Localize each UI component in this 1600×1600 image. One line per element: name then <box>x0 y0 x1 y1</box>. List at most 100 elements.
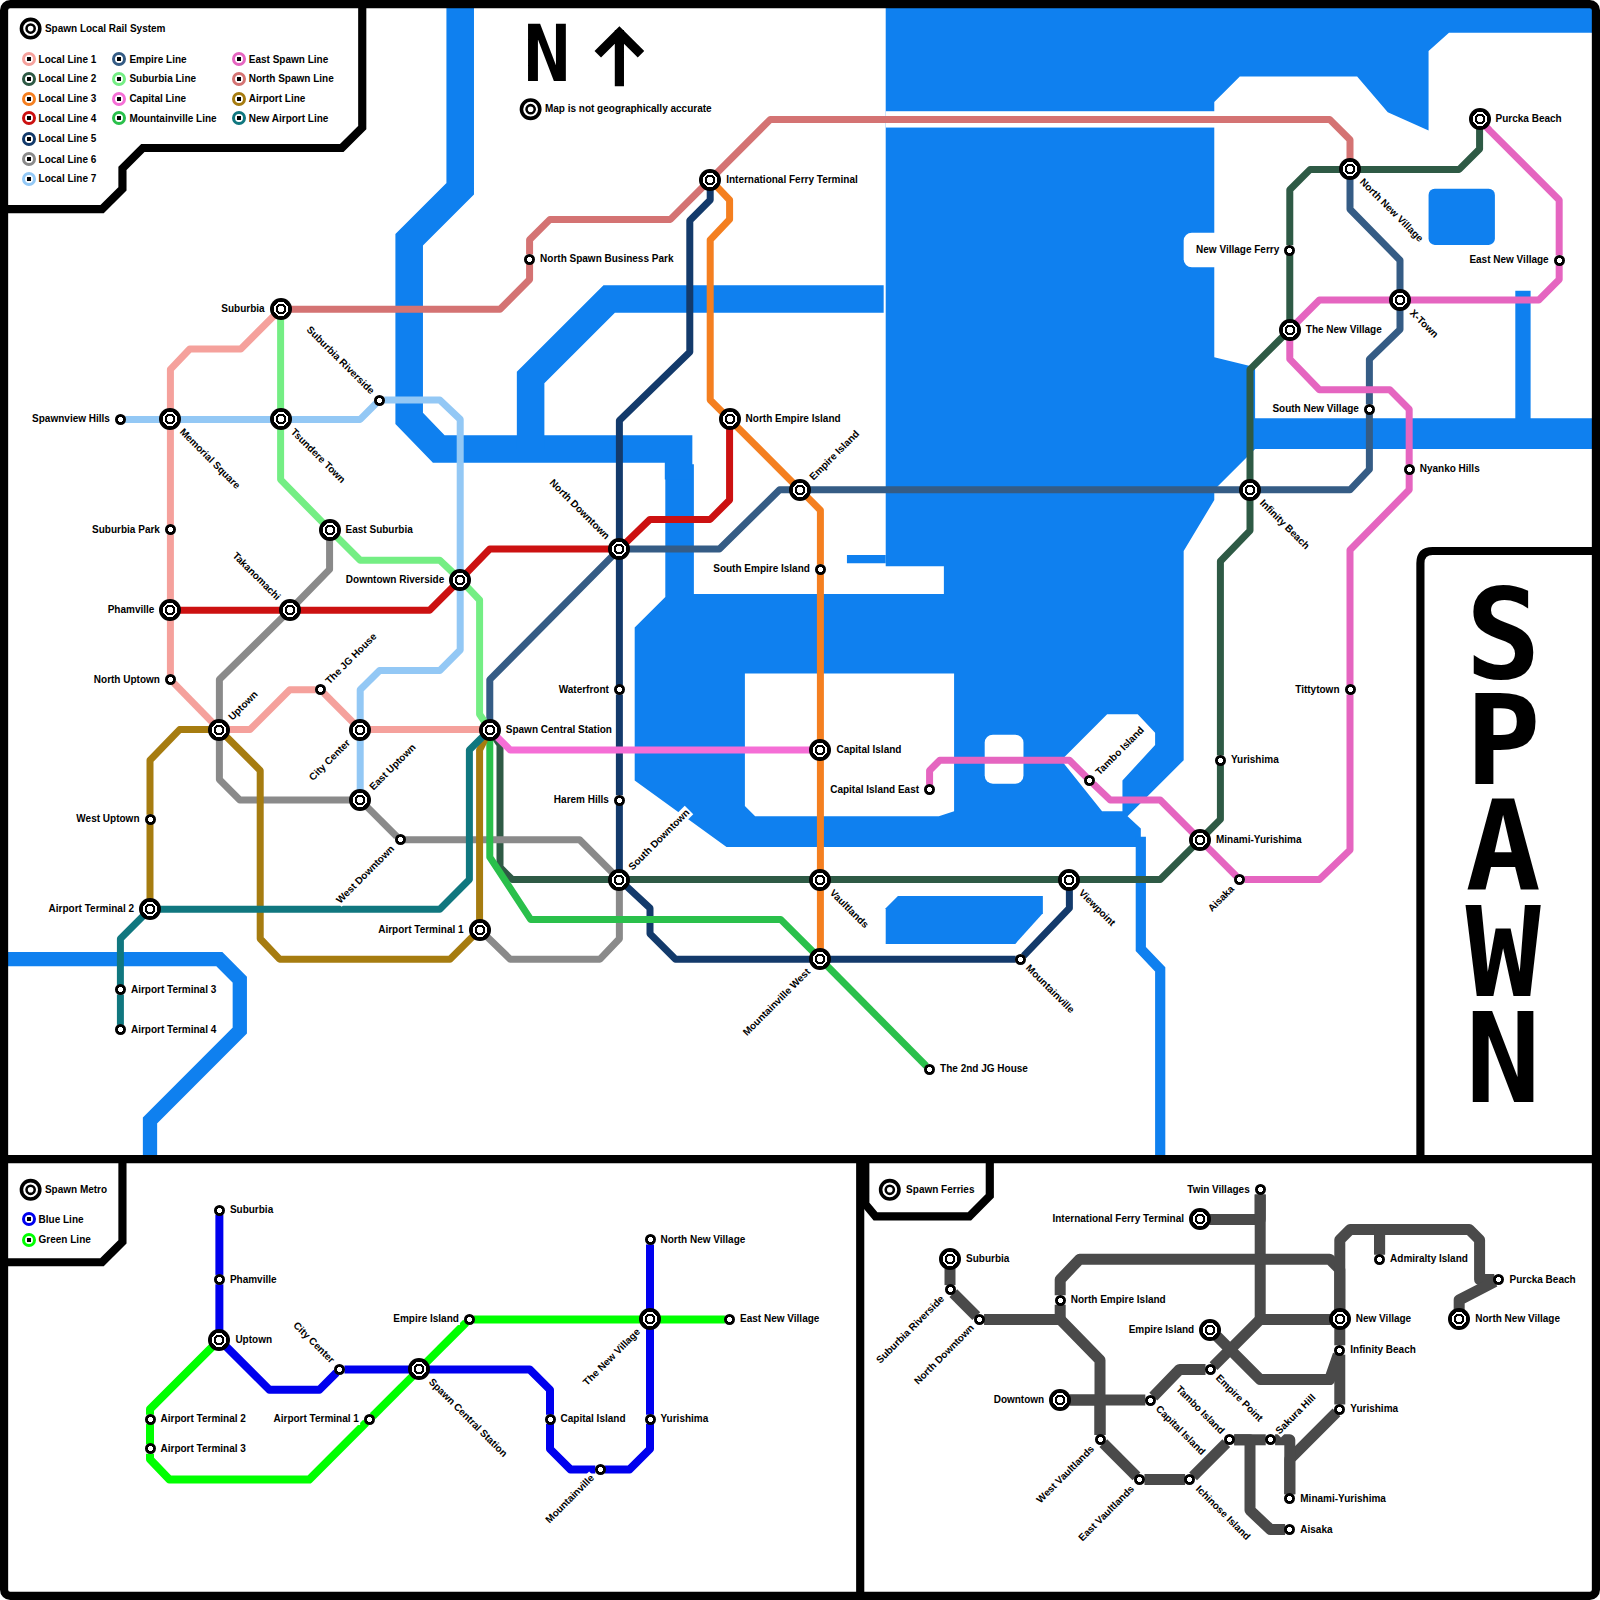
station-stop: Airport Terminal 3 <box>115 984 126 995</box>
station-stop: West Vaultlands <box>1095 1434 1106 1445</box>
interchange-station: East Uptown <box>349 789 371 811</box>
metro-line <box>373 1376 413 1416</box>
station-stop: Airport Terminal 2 <box>145 1414 156 1425</box>
station-name: West Vaultlands <box>1034 1442 1098 1506</box>
map-note: Spawn Ferries <box>906 1185 974 1195</box>
rail-line <box>717 119 1350 173</box>
station-stop: Suburbia Riverside <box>374 395 385 406</box>
interchange-station: Uptown <box>208 719 230 741</box>
rail-line <box>1290 169 1341 245</box>
station-stop: City Center <box>334 1364 345 1375</box>
station-name: Twin Villages <box>1186 1184 1250 1196</box>
station-stop: Nyanko Hills <box>1404 464 1415 475</box>
station-name: North New Village <box>660 1234 747 1246</box>
station-name: International Ferry Terminal <box>1051 1213 1185 1225</box>
station-stop: Purcka Beach <box>1493 1274 1504 1285</box>
rail-line <box>1207 846 1237 876</box>
legend-swatch <box>112 72 126 86</box>
ferries-heading-box <box>865 1159 989 1216</box>
station-stop: Admiralty Island <box>1374 1254 1385 1265</box>
interchange-station: Capital Island <box>809 739 831 761</box>
rail-line <box>467 549 610 573</box>
legend-label: Local Line 2 <box>39 73 97 84</box>
legend-swatch <box>112 111 126 125</box>
station-name: North Uptown <box>93 674 161 686</box>
station-stop: Suburbia Riverside <box>945 1284 956 1295</box>
legend-label: Local Line 6 <box>39 154 97 165</box>
station-stop: Empire Point <box>1205 1364 1216 1375</box>
station-name: North New Village <box>1474 1313 1561 1325</box>
legend-swatch <box>22 152 36 166</box>
metro-line <box>150 1423 366 1480</box>
rail-line <box>150 730 210 815</box>
legend-entry: Local Line 3 <box>22 92 97 106</box>
station-name: Memorial Square <box>177 426 244 493</box>
rail-line <box>807 496 821 564</box>
legend-entry: Local Line 5 <box>22 132 97 146</box>
station-stop: West Uptown <box>145 814 156 825</box>
legend-swatch <box>22 111 36 125</box>
metro-line <box>646 1244 654 1310</box>
legend-swatch <box>22 1233 36 1247</box>
icon <box>21 19 39 37</box>
legend-label: Local Line 1 <box>39 54 97 65</box>
rail-line <box>1259 414 1369 490</box>
station-stop: Tambo Island <box>1084 775 1095 786</box>
rail-line <box>367 807 397 837</box>
legend-entry: Local Line 6 <box>22 152 97 166</box>
legend-entry: Local Line 2 <box>22 72 97 86</box>
station-stop: Waterfront <box>614 684 625 695</box>
metro-line <box>344 1365 410 1373</box>
legend-entry: North Spawn Line <box>232 72 334 86</box>
metro-line <box>146 1424 154 1444</box>
panel-divider <box>0 1155 1600 1163</box>
icon <box>521 100 539 118</box>
station-stop: North New Village <box>645 1234 656 1245</box>
icon <box>881 1181 899 1199</box>
station-stop: Yurishima <box>645 1414 656 1425</box>
station-name: Yurishima <box>1349 1403 1399 1415</box>
metro-line <box>150 1346 213 1414</box>
station-name: Airport Terminal 3 <box>130 984 217 996</box>
legend-swatch <box>22 92 36 106</box>
interchange-station: Spawn Central Station <box>479 719 501 741</box>
rail-line <box>930 760 1087 785</box>
station-stop: East New Village <box>1554 255 1565 266</box>
rail-line <box>360 589 460 720</box>
rail-line <box>1093 784 1193 833</box>
station-stop: Tittytown <box>1345 684 1356 695</box>
station-name: Airport Terminal 1 <box>377 924 464 936</box>
station-name: East New Village <box>1468 254 1549 266</box>
ferry-pier <box>1184 233 1317 268</box>
station-name: Uptown <box>234 1334 273 1346</box>
legend-entry: Airport Line <box>232 92 306 106</box>
rail-line <box>1079 846 1194 879</box>
legend-swatch <box>22 172 36 186</box>
station-name: East Vaultlands <box>1075 1482 1137 1544</box>
map-note: Spawn Local Rail System <box>45 24 166 34</box>
station-name: Uptown <box>226 687 262 723</box>
water <box>635 4 1596 944</box>
station-name: Purcka Beach <box>1495 113 1563 125</box>
ferry-route <box>984 1319 1100 1435</box>
legend-swatch <box>232 52 246 66</box>
station-stop: Spawnview Hills <box>115 414 126 425</box>
ferry-route <box>1103 1443 1136 1476</box>
station-name: Harem Hills <box>553 794 610 806</box>
interchange-station: Empire Island <box>789 479 811 501</box>
station-name: The JG House <box>323 630 380 687</box>
station-stop: Phamville <box>214 1274 225 1285</box>
ferry-route <box>1334 1355 1345 1405</box>
ferry-route <box>1340 1230 1380 1310</box>
rail-line <box>629 490 791 549</box>
station-name: West Uptown <box>75 813 140 825</box>
station-name: Suburbia <box>229 1204 274 1216</box>
station-name: Waterfront <box>558 684 610 696</box>
station-name: Empire Island <box>1128 1324 1196 1336</box>
station-name: West Downtown <box>333 842 397 906</box>
station-stop: Capital Island East <box>924 784 935 795</box>
interchange-station: Airport Terminal 2 <box>139 898 161 920</box>
metro-line <box>550 1424 595 1469</box>
